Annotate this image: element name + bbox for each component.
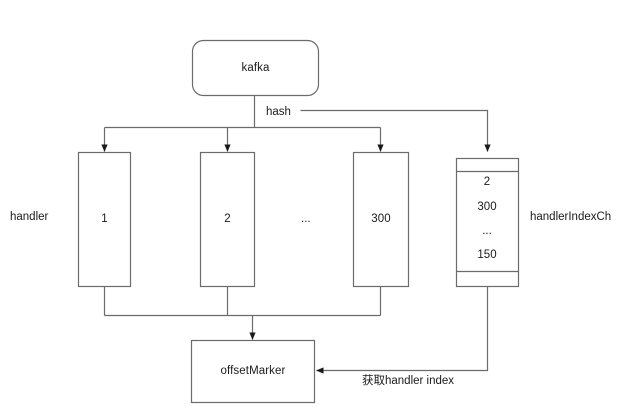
edge-channel-to-offset-marker: [316, 286, 489, 374]
channel-item-2: ...: [482, 225, 492, 237]
hash-edge-label: hash: [266, 106, 291, 118]
channel-item-0: 2: [483, 176, 491, 188]
kafka-label: kafka: [241, 62, 270, 74]
handler-ellipsis-label: ...: [301, 213, 311, 225]
handler-index-ch-group-label: handlerIndexCh: [530, 211, 612, 223]
offset-marker-label: offsetMarker: [220, 365, 286, 377]
handler-300-label: 300: [371, 213, 391, 225]
handler-1-label: 1: [101, 213, 108, 225]
handler-group-label: handler: [10, 211, 49, 223]
hash-to-channel-edge: [300, 109, 491, 152]
handler-2-label: 2: [224, 213, 231, 225]
kafka-box: [191, 39, 320, 97]
offset-marker-box: [190, 339, 316, 404]
handler-box-2: [199, 151, 256, 288]
handler-box-300: [352, 151, 410, 288]
channel-item-1: 300: [477, 201, 497, 213]
channel-item-3: 150: [477, 249, 497, 261]
handler-box-1: [77, 151, 132, 288]
handler-index-ch-box: [455, 157, 520, 288]
get-handler-index-edge-label: 获取handler index: [362, 375, 455, 387]
